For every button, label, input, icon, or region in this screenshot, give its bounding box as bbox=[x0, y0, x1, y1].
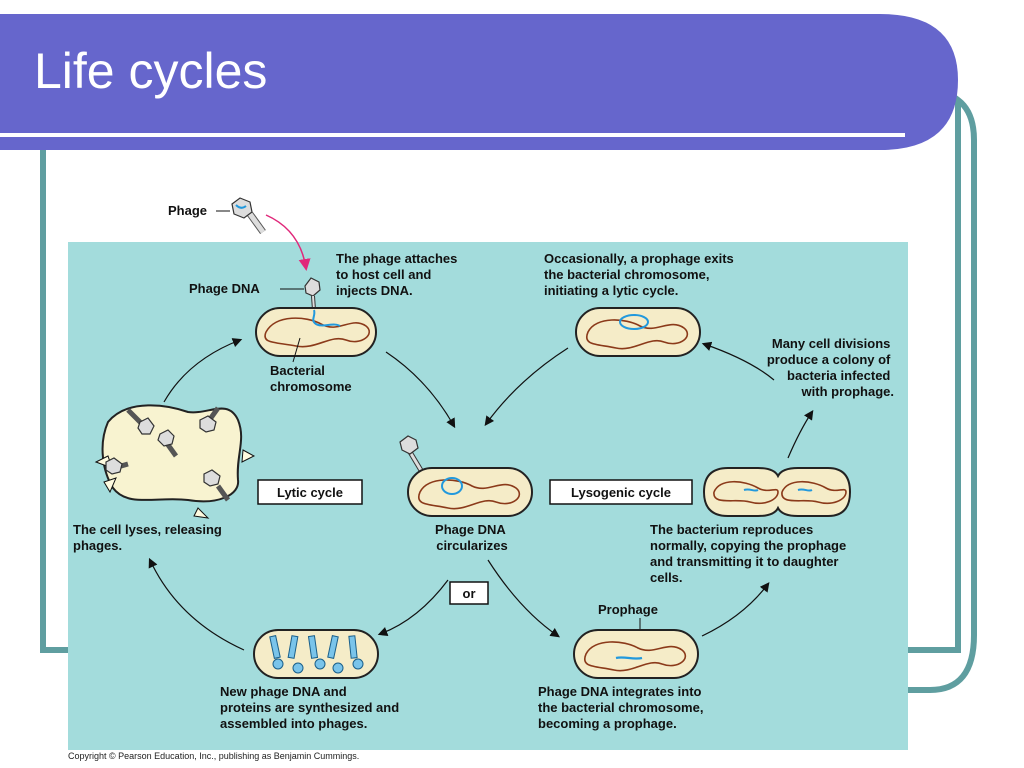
lytic-cycle-box: Lytic cycle bbox=[257, 479, 363, 505]
copyright-notice: Copyright © Pearson Education, Inc., pub… bbox=[68, 751, 360, 761]
bacterial-chromosome-label: Bacterial chromosome bbox=[270, 363, 352, 394]
or-label: or bbox=[463, 586, 476, 601]
dividing-cell bbox=[702, 467, 852, 517]
lysogenic-cycle-label: Lysogenic cycle bbox=[571, 485, 671, 500]
divisions-caption: Many cell divisions produce a colony of … bbox=[767, 336, 894, 399]
arrow-assembly-to-lysis bbox=[148, 557, 245, 651]
slide-title: Life cycles bbox=[34, 43, 268, 99]
infected-cell bbox=[255, 307, 377, 357]
released-phage-icons bbox=[105, 406, 231, 502]
prophage-cell bbox=[573, 629, 699, 679]
arrow-colony-to-excision bbox=[701, 341, 775, 381]
arrow-circularize-to-assembly bbox=[377, 579, 449, 637]
circularized-dna-cell bbox=[399, 435, 533, 517]
phage-dna-label: Phage DNA bbox=[189, 281, 260, 296]
arrow-prophage-to-dividing bbox=[701, 582, 770, 637]
arrow-circularize-to-prophage bbox=[487, 559, 560, 638]
arrow-excision-to-circularize bbox=[484, 347, 569, 426]
cycle-arrows bbox=[148, 338, 814, 651]
phage-life-cycle-diagram: Phage Phage DNA The phage attaches to ho… bbox=[68, 197, 908, 750]
phage-label: Phage bbox=[168, 203, 207, 218]
phage-assembly-cell bbox=[253, 629, 379, 679]
exits-caption: Occasionally, a prophage exits the bacte… bbox=[544, 251, 737, 298]
prophage-excision-cell bbox=[575, 307, 701, 357]
synthesized-caption: New phage DNA and proteins are synthesiz… bbox=[220, 684, 403, 731]
integrates-caption: Phage DNA integrates into the bacterial … bbox=[538, 684, 707, 731]
lyses-caption: The cell lyses, releasing phages. bbox=[73, 522, 225, 553]
attached-phage-icon bbox=[304, 277, 321, 311]
free-phage-icon bbox=[231, 197, 266, 235]
arrow-lysis-to-infection bbox=[163, 338, 243, 403]
lytic-cycle-label: Lytic cycle bbox=[277, 485, 343, 500]
circularizes-caption: Phage DNA circularizes bbox=[435, 522, 509, 553]
arrow-cell-to-circularize bbox=[385, 351, 456, 429]
reproduces-caption: The bacterium reproduces normally, copyi… bbox=[650, 522, 850, 585]
lysogenic-cycle-box: Lysogenic cycle bbox=[549, 479, 693, 505]
frame-border bbox=[40, 93, 977, 693]
prophage-label: Prophage bbox=[598, 602, 658, 617]
attach-caption: The phage attaches to host cell and inje… bbox=[336, 251, 461, 298]
title-bar bbox=[0, 14, 958, 150]
or-box: or bbox=[449, 581, 489, 605]
phage-attach-arrow bbox=[265, 214, 311, 271]
arrow-dividing-to-colony bbox=[787, 410, 814, 459]
